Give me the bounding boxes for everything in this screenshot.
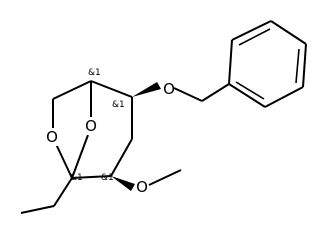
- bond-come-acetal: [71, 175, 112, 179]
- bond-phenyl-2: [231, 20, 272, 41]
- stereo-label-c1: &1: [88, 68, 101, 78]
- bond-phenyl-double-c: [235, 81, 265, 100]
- o-bridge-label-bg: [83, 117, 99, 135]
- bond-obridge-acetal: [71, 134, 89, 179]
- molecule-structure: O O O O &1 &1 &1 &1: [20, 20, 307, 214]
- bond-phenyl-5: [264, 86, 304, 108]
- oxygen-benzyl-label: O: [163, 80, 175, 98]
- bond-omethoxy-methyl: [148, 169, 182, 186]
- bond-phenyl-1: [228, 39, 233, 85]
- bond-phenyl-6: [228, 83, 266, 108]
- bond-ch2-come: [110, 138, 133, 177]
- bond-obenzyl-ch2: [173, 87, 203, 102]
- bond-oring-acetal: [55, 143, 73, 179]
- oxygen-methoxy-label: O: [136, 178, 148, 196]
- bond-phenyl-4: [302, 43, 307, 88]
- bond-ethyl-methyl: [20, 205, 55, 214]
- bond-ch2-bridgehead: [52, 80, 92, 100]
- oxygen-ring-label: O: [46, 128, 58, 146]
- stereo-label-c2: &1: [70, 173, 83, 183]
- wedge-come-omethoxy: [111, 176, 135, 191]
- stereo-label-c4: &1: [112, 100, 125, 110]
- bond-phenyl-double-b: [295, 48, 300, 84]
- o-ring-label-bg: [44, 128, 60, 146]
- oxygen-bridge-label: O: [85, 117, 97, 135]
- wedge-cobn-obenzyl: [132, 82, 161, 97]
- stereo-label-c5: &1: [101, 173, 114, 183]
- bond-bridgehead-cobn: [90, 80, 133, 98]
- bond-phenyl-3: [270, 20, 307, 45]
- bond-acetal-ethyl: [53, 177, 73, 207]
- bond-ch2-phenyl: [201, 83, 230, 102]
- bond-phenyl-double-a: [238, 28, 271, 46]
